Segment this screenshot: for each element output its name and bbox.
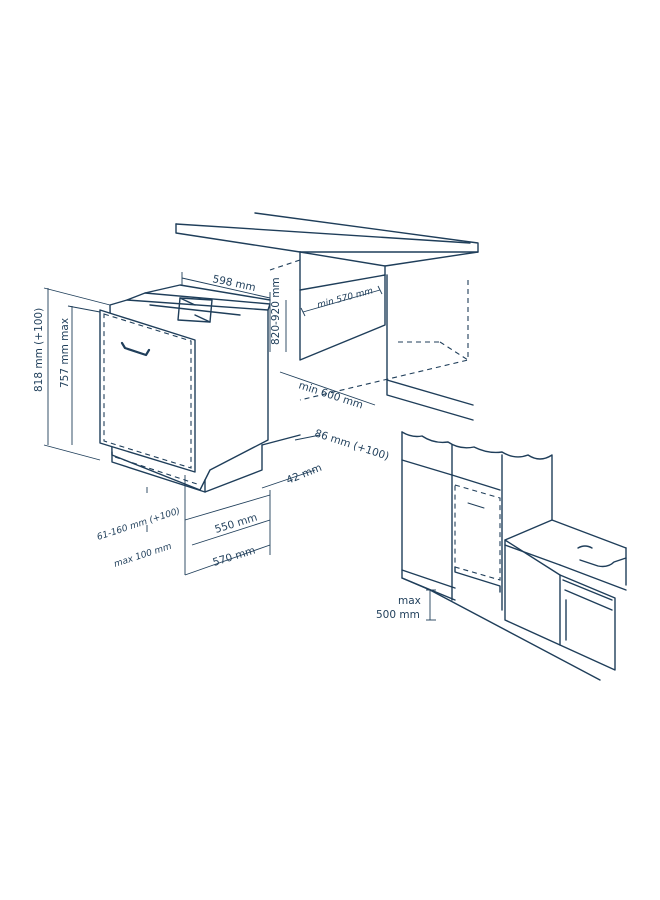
label-570mm: 570 mm: [211, 545, 256, 569]
label-500mm: 500 mm: [376, 609, 420, 621]
label-818mm: 818 mm (+100): [33, 308, 45, 392]
label-min-570mm: min 570 mm: [316, 286, 374, 311]
dimension-lines: [43, 272, 376, 576]
label-757mm: 757 mm max: [59, 318, 71, 388]
label-61-160mm: 61-160 mm (+100): [96, 506, 182, 542]
label-min-600mm: min 600 mm: [297, 379, 364, 411]
worktop-niche: [175, 212, 479, 421]
kitchen-perspective: [401, 431, 627, 681]
label-820-920mm: 820-920 mm: [270, 277, 282, 345]
label-max-100mm: max 100 mm: [113, 542, 173, 570]
label-86mm: 86 mm (+100): [313, 427, 390, 462]
label-max: max: [398, 595, 421, 607]
dishwasher: [99, 284, 301, 493]
label-42mm: 42 mm: [285, 462, 324, 487]
label-550mm: 550 mm: [213, 512, 258, 536]
